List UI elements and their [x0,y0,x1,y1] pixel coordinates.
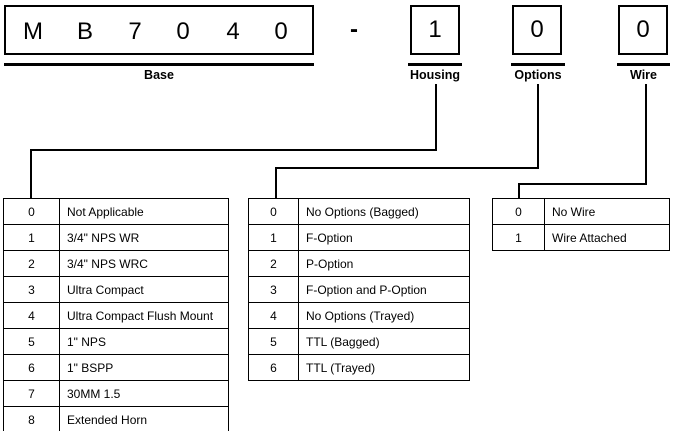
options-desc-3: F-Option and P-Option [298,276,470,303]
options-code-6: 6 [248,354,299,381]
housing-desc-6: 1" BSPP [59,354,229,381]
housing-code-0: 0 [3,198,60,225]
housing-connector-vertical-top [435,84,437,150]
housing-code-6: 6 [3,354,60,381]
options-connector-vertical-top [537,84,539,168]
options-code-4: 4 [248,302,299,329]
options-digit-box: 0 [512,5,562,55]
housing-code-2: 2 [3,250,60,277]
options-desc-2: P-Option [298,250,470,277]
options-connector-vertical-down [275,167,277,199]
base-group-label: Base [144,68,174,82]
options-group-rule [511,63,565,66]
options-desc-1: F-Option [298,224,470,251]
housing-desc-7: 30MM 1.5 [59,380,229,407]
options-group-label: Options [514,68,562,82]
housing-connector-vertical-down [30,149,32,199]
base-group-rule [4,63,314,66]
base-char-2: 7 [128,18,142,45]
wire-connector-horizontal [518,183,647,185]
housing-desc-0: Not Applicable [59,198,229,225]
wire-connector-vertical-top [645,84,647,184]
options-digit-value: 0 [530,16,544,43]
housing-code-3: 3 [3,276,60,303]
wire-code-0: 0 [492,198,545,225]
base-char-5: 0 [274,18,288,45]
base-char-3: 0 [176,18,190,45]
options-connector-horizontal [275,167,539,169]
base-char-1: B [76,18,93,45]
wire-code-1: 1 [492,224,545,251]
options-desc-5: TTL (Bagged) [298,328,470,355]
housing-digit-box: 1 [410,5,460,55]
base-part-number-box: M B 7 0 4 0 [4,5,314,55]
housing-code-4: 4 [3,302,60,329]
wire-group-label: Wire [630,68,657,82]
options-desc-0: No Options (Bagged) [298,198,470,225]
housing-group-label: Housing [410,68,460,82]
wire-group-rule [617,63,670,66]
housing-digit-value: 1 [428,16,442,43]
housing-code-5: 5 [3,328,60,355]
wire-digit-value: 0 [636,16,650,43]
options-code-1: 1 [248,224,299,251]
housing-desc-3: Ultra Compact [59,276,229,303]
housing-desc-5: 1" NPS [59,328,229,355]
wire-digit-box: 0 [618,5,668,55]
housing-desc-8: Extended Horn [59,406,229,431]
housing-code-1: 1 [3,224,60,251]
options-code-0: 0 [248,198,299,225]
part-number-separator: - [350,16,358,43]
housing-group-rule [408,63,462,66]
housing-desc-4: Ultra Compact Flush Mount [59,302,229,329]
wire-connector-vertical-down [518,183,520,199]
housing-code-8: 8 [3,406,60,431]
options-code-3: 3 [248,276,299,303]
options-code-2: 2 [248,250,299,277]
options-desc-4: No Options (Trayed) [298,302,470,329]
wire-desc-0: No Wire [544,198,670,225]
options-desc-6: TTL (Trayed) [298,354,470,381]
housing-connector-horizontal [30,149,437,151]
wire-desc-1: Wire Attached [544,224,670,251]
housing-code-7: 7 [3,380,60,407]
base-char-0: M [23,18,43,45]
housing-desc-2: 3/4" NPS WRC [59,250,229,277]
base-char-4: 4 [226,18,240,45]
housing-desc-1: 3/4" NPS WR [59,224,229,251]
options-code-5: 5 [248,328,299,355]
